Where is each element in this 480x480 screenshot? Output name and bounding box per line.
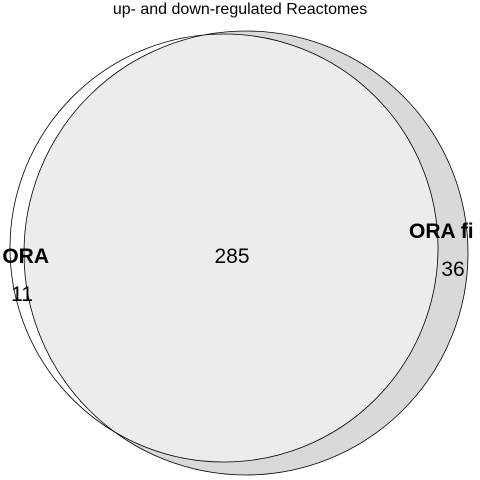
diagram-title: up- and down-regulated Reactomes: [113, 1, 367, 18]
intersection-region: [24, 34, 438, 462]
left-set-label: ORA: [2, 245, 49, 268]
right-only-count: 36: [441, 258, 464, 281]
intersection-count: 285: [214, 245, 249, 268]
left-set-outline: [9, 33, 439, 463]
right-set-label: ORA fi: [409, 220, 474, 243]
left-only-count: 11: [11, 283, 33, 306]
right-set-outline: [23, 30, 469, 476]
